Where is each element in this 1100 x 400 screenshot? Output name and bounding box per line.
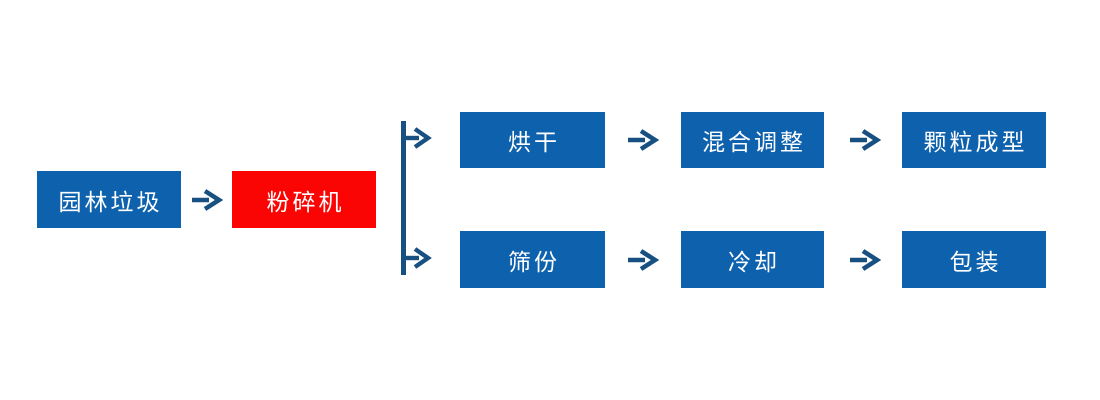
arrow-right-icon (192, 189, 224, 211)
node-screening-label: 筛份 (508, 248, 560, 275)
node-drying-label: 烘干 (508, 129, 560, 155)
arrow-right-icon (850, 249, 882, 271)
node-mix-adjust: 混合调整 (681, 112, 824, 168)
node-pellet-forming-label: 颗粒成型 (923, 129, 1028, 155)
node-mix-adjust-label: 混合调整 (702, 129, 806, 155)
node-packaging-label: 包装 (949, 248, 1002, 275)
branch-connector-icon (401, 121, 432, 275)
arrow-right-icon (628, 249, 660, 271)
node-screening: 筛份 (460, 231, 605, 288)
node-cooling-label: 冷却 (728, 248, 780, 275)
arrow-right-icon (628, 129, 660, 151)
node-packaging: 包装 (902, 231, 1046, 288)
node-cooling: 冷却 (681, 231, 824, 288)
node-pellet-forming: 颗粒成型 (902, 112, 1046, 168)
node-garden-waste: 园林垃圾 (37, 171, 181, 228)
node-drying: 烘干 (460, 112, 605, 168)
node-crusher-label: 粉碎机 (266, 188, 345, 215)
node-garden-waste-label: 园林垃圾 (58, 188, 163, 215)
node-crusher: 粉碎机 (232, 171, 376, 228)
arrow-right-icon (850, 129, 882, 151)
